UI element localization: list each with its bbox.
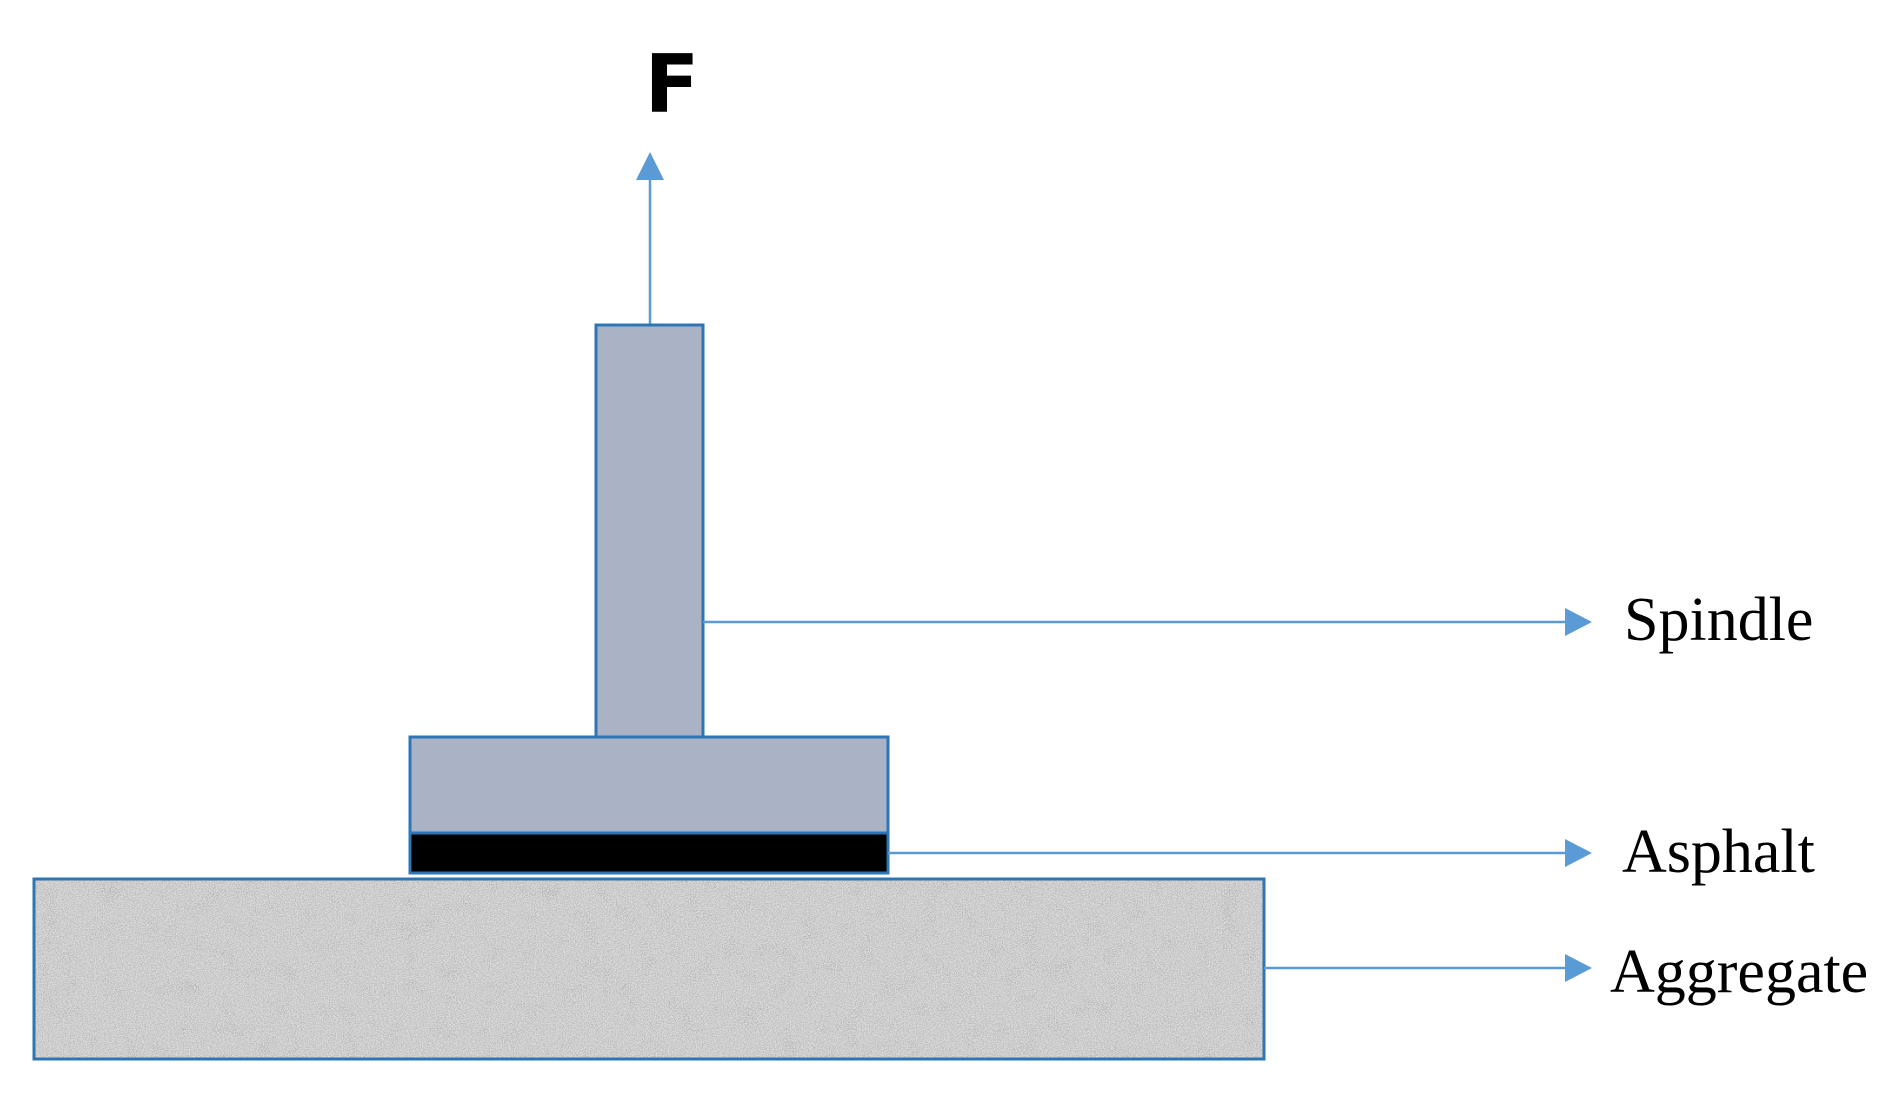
force-arrow bbox=[636, 152, 664, 325]
spindle-label: Spindle bbox=[1624, 586, 1813, 654]
asphalt-layer bbox=[408, 831, 890, 875]
aggregate-block bbox=[32, 877, 1266, 1061]
aggregate-leader-arrow bbox=[1264, 954, 1592, 982]
spindle-plate bbox=[408, 735, 890, 835]
asphalt-leader-arrow bbox=[888, 839, 1592, 867]
aggregate-label: Aggregate bbox=[1610, 938, 1868, 1006]
spindle-shaft bbox=[594, 323, 705, 739]
force-label: F bbox=[645, 38, 700, 131]
spindle-leader-arrow bbox=[703, 608, 1592, 636]
asphalt-label: Asphalt bbox=[1622, 818, 1815, 886]
